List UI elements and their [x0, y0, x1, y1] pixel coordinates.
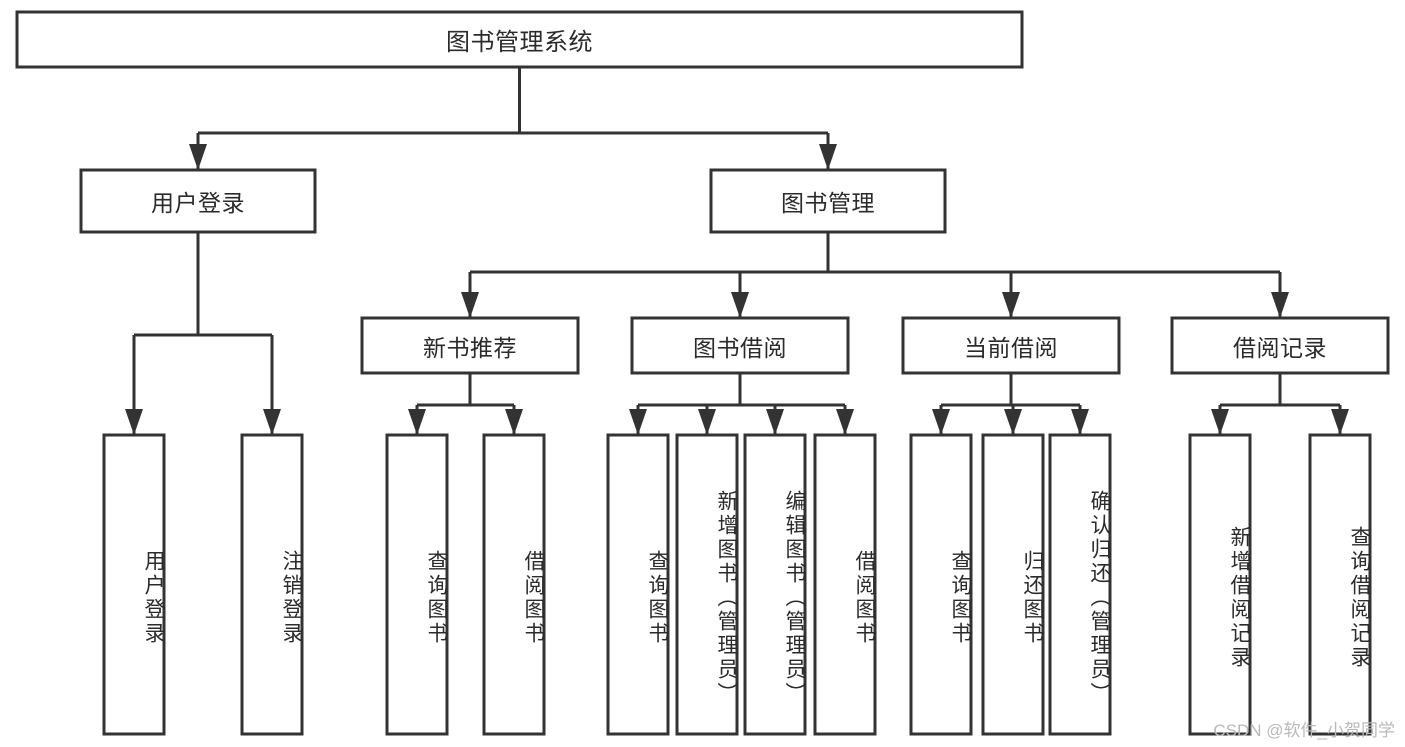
- node-box-root[interactable]: [15, 10, 1024, 69]
- arrow-head-icon: [1071, 409, 1089, 435]
- node-box-l4_13[interactable]: [1308, 433, 1372, 736]
- arrow-head-icon: [629, 409, 647, 435]
- arrow-head-icon: [125, 409, 143, 435]
- node-box-l4_11[interactable]: [1048, 433, 1112, 736]
- node-box-l4_02[interactable]: [240, 433, 304, 736]
- node-layer: [15, 10, 1390, 736]
- node-box-l3_a[interactable]: [360, 316, 580, 375]
- node-box-l4_12[interactable]: [1188, 433, 1252, 736]
- arrow-head-icon: [698, 409, 716, 435]
- arrow-head-icon: [408, 409, 426, 435]
- arrow-head-icon: [819, 144, 837, 170]
- arrow-head-icon: [766, 409, 784, 435]
- node-box-l2_b[interactable]: [709, 168, 947, 234]
- arrow-head-icon: [1271, 292, 1289, 318]
- arrow-head-icon: [836, 409, 854, 435]
- node-box-l3_d[interactable]: [1170, 316, 1390, 375]
- arrow-head-icon: [461, 292, 479, 318]
- node-box-l3_b[interactable]: [630, 316, 850, 375]
- connector-layer: [125, 67, 1349, 435]
- node-box-l4_03[interactable]: [385, 433, 449, 736]
- arrow-head-icon: [1211, 409, 1229, 435]
- arrow-head-icon: [189, 144, 207, 170]
- node-box-l4_01[interactable]: [102, 433, 166, 736]
- arrow-head-icon: [263, 409, 281, 435]
- arrow-head-icon: [1002, 292, 1020, 318]
- arrow-head-icon: [731, 292, 749, 318]
- node-box-l4_08[interactable]: [813, 433, 877, 736]
- node-box-l4_07[interactable]: [743, 433, 807, 736]
- node-box-l4_10[interactable]: [981, 433, 1045, 736]
- node-box-l4_06[interactable]: [675, 433, 739, 736]
- node-box-l4_04[interactable]: [482, 433, 546, 736]
- node-box-l4_09[interactable]: [909, 433, 973, 736]
- node-box-l3_c[interactable]: [901, 316, 1121, 375]
- arrow-head-icon: [932, 409, 950, 435]
- arrow-head-icon: [1331, 409, 1349, 435]
- node-box-l4_05[interactable]: [606, 433, 670, 736]
- arrow-head-icon: [1004, 409, 1022, 435]
- arrow-head-icon: [505, 409, 523, 435]
- node-box-l2_a[interactable]: [79, 168, 317, 234]
